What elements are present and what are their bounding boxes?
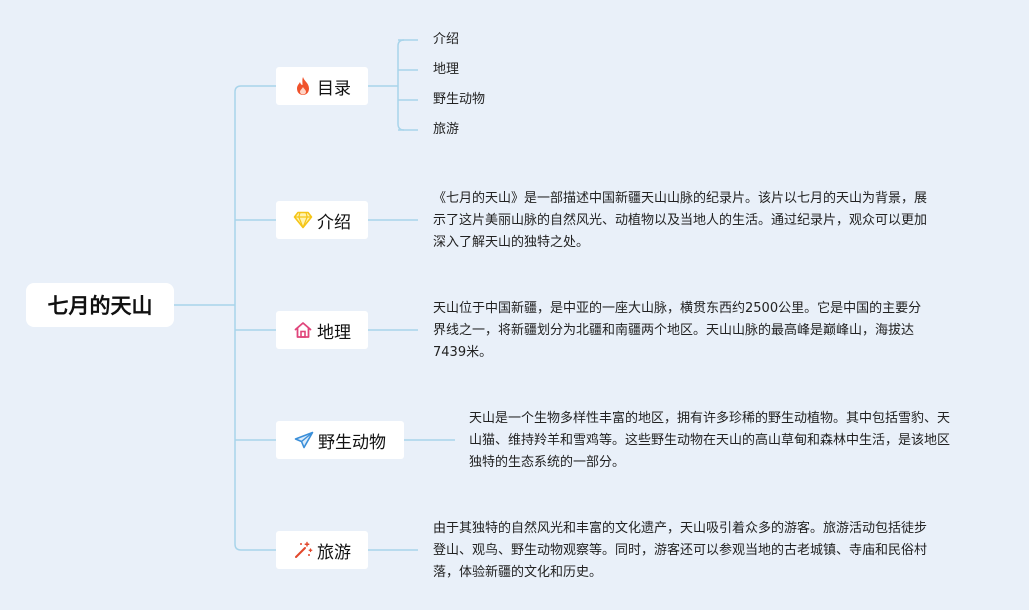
topic-geography[interactable]: 地理 [276,311,368,349]
magic-wand-icon [293,540,313,560]
toc-item-intro[interactable]: 介绍 [433,32,460,47]
topic-geography-label: 地理 [317,322,351,343]
topic-tourism[interactable]: 旅游 [276,531,368,569]
root-title: 七月的天山 [47,294,153,318]
diamond-icon [293,210,313,230]
connector-trunk [234,85,242,551]
intro-description: 《七月的天山》是一部描述中国新疆天山山脉的纪录片。该片以七月的天山为背景，展示了… [433,191,928,250]
topic-intro-label: 介绍 [317,212,351,233]
topic-tourism-label: 旅游 [317,542,351,563]
topic-wildlife-label: 野生动物 [318,432,386,453]
tourism-description: 由于其独特的自然风光和丰富的文化遗产，天山吸引着众多的游客。旅游活动包括徒步登山… [433,521,928,580]
geography-description: 天山位于中国新疆，是中亚的一座大山脉，横贯东西约2500公里。它是中国的主要分界… [433,301,922,360]
toc-item-wildlife[interactable]: 野生动物 [433,92,486,107]
topic-wildlife[interactable]: 野生动物 [276,421,404,459]
fire-icon [293,76,313,96]
wildlife-description: 天山是一个生物多样性丰富的地区，拥有许多珍稀的野生动植物。其中包括雪豹、天山猫、… [469,411,951,470]
topic-intro[interactable]: 介绍 [276,201,368,239]
home-icon [293,320,313,340]
topic-toc[interactable]: 目录 [276,67,368,105]
paper-plane-icon [294,430,314,450]
toc-item-tourism[interactable]: 旅游 [433,122,460,137]
topic-toc-label: 目录 [317,78,351,99]
toc-item-geography[interactable]: 地理 [433,62,460,77]
connector-toc-bracket [397,39,405,131]
root-node[interactable]: 七月的天山 [26,283,174,327]
